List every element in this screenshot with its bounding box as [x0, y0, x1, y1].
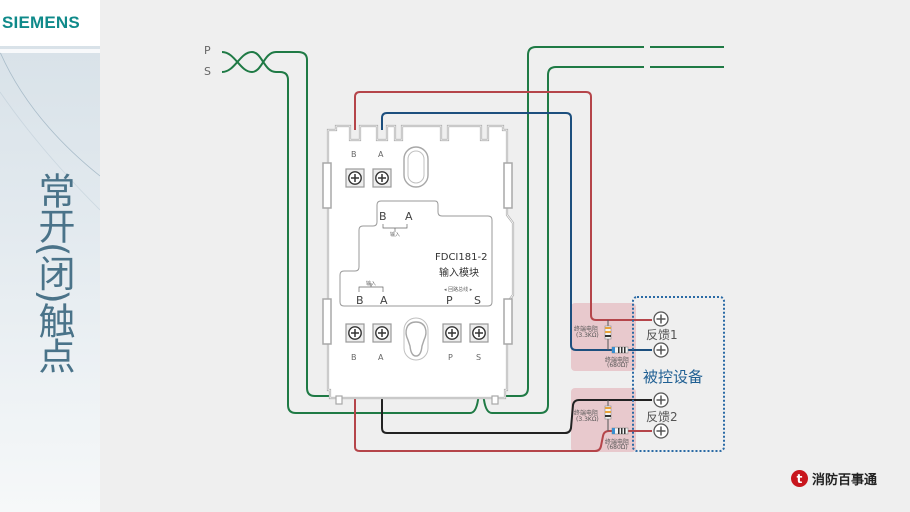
bottom-terminal-label-a: A — [378, 353, 384, 362]
resistor-zone-2 — [571, 388, 636, 452]
resistor-3-name: 终端电阻 — [574, 410, 599, 417]
wire-black-bottom — [381, 373, 652, 434]
inner-bottom-label-s: S — [474, 294, 481, 307]
terminal-top-a-icon — [372, 168, 392, 188]
resistor-1-value: (3.3KΩ) — [576, 332, 599, 339]
terminal-bottom-p-icon — [442, 323, 462, 343]
inner-top-caption: 输入 — [390, 232, 401, 238]
wire-red-bottom — [354, 373, 652, 452]
feedback1-terminal-2-icon — [653, 342, 669, 358]
inner-top-label-b: B — [379, 210, 387, 223]
terminal-bottom-a-icon — [372, 323, 392, 343]
siemens-logo: SIEMENS — [2, 13, 80, 32]
module-name: 输入模块 — [439, 268, 479, 279]
resistor-4-value: (680Ω) — [607, 444, 628, 451]
wire-blue-top — [381, 112, 652, 351]
resistor-1-name: 终端电阻 — [574, 326, 599, 333]
controlled-device-title: 被控设备 — [643, 368, 704, 386]
bottom-terminal-label-p: P — [448, 353, 453, 362]
bottom-terminal-label-b: B — [351, 353, 357, 362]
top-terminal-label-b: B — [351, 150, 357, 159]
logo-divider — [0, 49, 100, 53]
feedback2-terminal-1-icon — [653, 392, 669, 408]
module-model: FDCI181-2 — [435, 252, 488, 263]
resistor-4-name: 终端电阻 — [605, 439, 630, 446]
resistor-3k3-1 — [604, 325, 612, 340]
resistor-2-value: (680Ω) — [607, 362, 628, 369]
feedback1-label: 反馈1 — [646, 328, 678, 342]
bus-label-p: P — [204, 44, 211, 57]
page-title: 常开(闭)触点 — [32, 172, 75, 372]
input-module — [322, 124, 515, 405]
inner-bottom-caption: 输入 — [366, 281, 377, 287]
footer-brand: t 消防百事通 — [791, 469, 877, 488]
resistor-3k3-2 — [604, 405, 612, 420]
wire-red-top — [354, 91, 652, 321]
resistor-3-value: (3.3KΩ) — [576, 416, 599, 423]
bus-caption: ◂ 回路总线 ▸ — [444, 287, 473, 293]
feedback2-terminal-2-icon — [653, 423, 669, 439]
feedback2-label: 反馈2 — [646, 410, 678, 424]
inner-bottom-label-p: P — [446, 294, 453, 307]
resistor-2-name: 终端电阻 — [605, 357, 630, 364]
inner-bottom-label-a: A — [380, 294, 388, 307]
footer-brand-text: 消防百事通 — [812, 473, 878, 488]
resistor-680-1 — [611, 346, 629, 354]
resistor-680-2 — [611, 427, 629, 435]
inner-top-label-a: A — [405, 210, 413, 223]
top-terminal-label-a: A — [378, 150, 384, 159]
fire-brand-icon: t — [791, 470, 808, 487]
controlled-device-box — [632, 296, 725, 452]
terminal-bottom-s-icon — [469, 323, 489, 343]
inner-bottom-label-b: B — [356, 294, 364, 307]
terminal-bottom-b-icon — [345, 323, 365, 343]
sidebar-decor-arcs — [0, 51, 100, 211]
bus-label-s: S — [204, 65, 211, 78]
bus-wire-s — [221, 50, 643, 414]
sidebar — [0, 0, 100, 512]
terminal-top-b-icon — [345, 168, 365, 188]
bottom-terminal-label-s: S — [476, 353, 482, 362]
feedback1-terminal-1-icon — [653, 311, 669, 327]
logo-bar: SIEMENS — [0, 0, 100, 46]
bus-break-marks — [634, 46, 644, 68]
